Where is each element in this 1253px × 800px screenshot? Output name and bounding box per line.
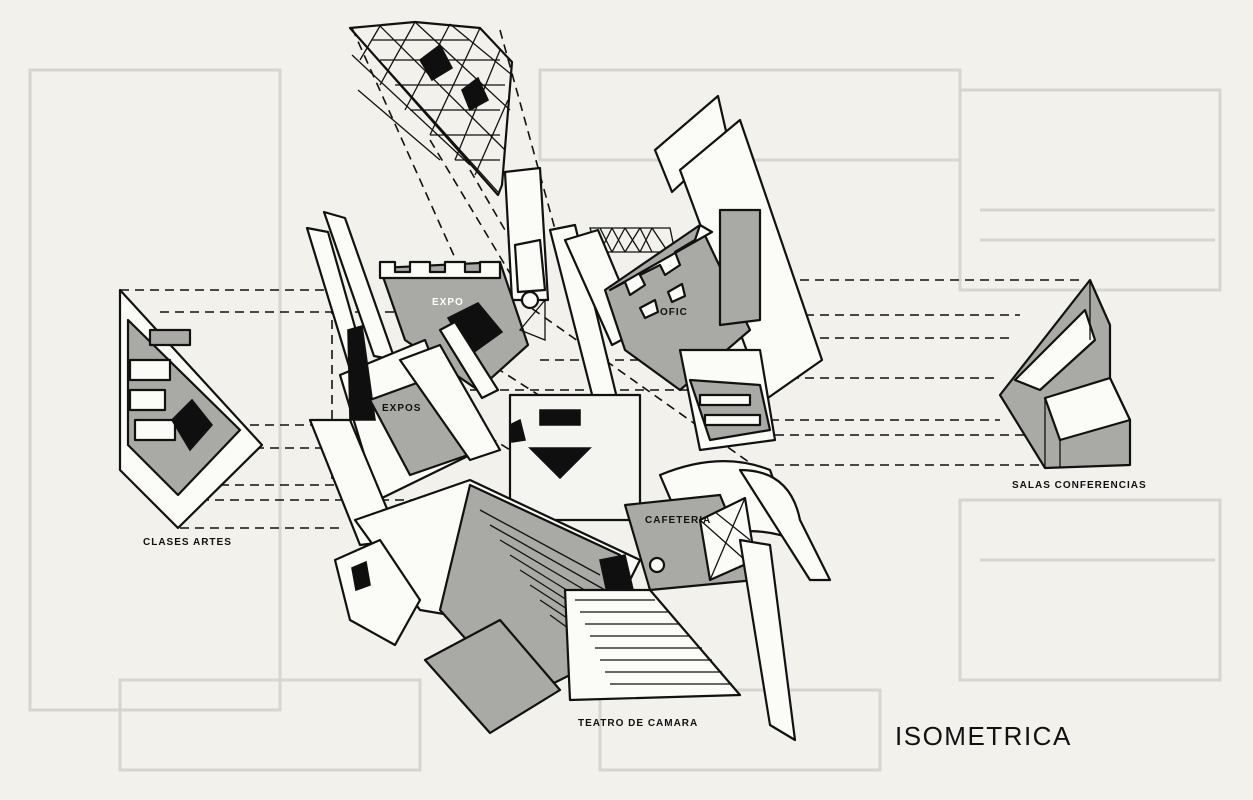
drawing-title: ISOMETRICA bbox=[895, 721, 1072, 751]
central-void bbox=[508, 238, 642, 522]
label-teatro-de-camara: TEATRO DE CAMARA bbox=[578, 718, 699, 729]
expos-block bbox=[308, 324, 502, 547]
expo-upper-block bbox=[378, 260, 530, 400]
clases-artes-module bbox=[118, 288, 264, 530]
label-cafeteria: CAFETERIA bbox=[645, 515, 712, 526]
cafeteria-block bbox=[623, 460, 832, 742]
label-salas-conferencias: SALAS CONFERENCIAS bbox=[1012, 480, 1147, 491]
salas-conferencias-module bbox=[998, 278, 1132, 470]
space-truss-roof bbox=[348, 20, 514, 197]
label-expos: EXPOS bbox=[382, 403, 422, 414]
ofic-block bbox=[603, 208, 777, 452]
label-clases-artes: CLASES ARTES bbox=[143, 537, 232, 548]
label-expo: EXPO bbox=[432, 297, 464, 308]
background-plan-ghost bbox=[28, 68, 1222, 772]
label-ofic: OFIC bbox=[660, 307, 688, 318]
teatro-block bbox=[333, 478, 742, 735]
